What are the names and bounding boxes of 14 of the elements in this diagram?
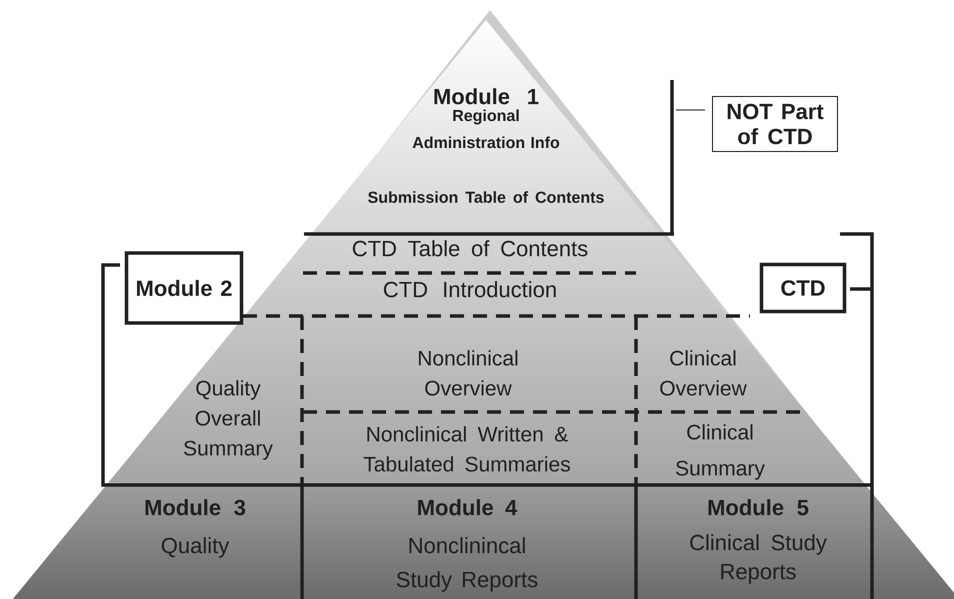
section-text: Module 4 Nonclinincal Study Reports: [396, 499, 538, 592]
section-text: Clinical Overview: [660, 350, 747, 396]
section-text: Quality Overall Summary: [184, 380, 273, 460]
section-text: Module 1 Regional Administration Info Submission Table of Contents: [368, 88, 604, 203]
callout-box: CTD: [760, 262, 846, 314]
section-text: Nonclinical Overview: [418, 350, 518, 396]
section-text: CTD Introduction: [384, 281, 556, 298]
section-text: Nonclinical Written & Tabulated Summaries: [364, 426, 570, 472]
callout-box: Module 2: [124, 251, 244, 325]
section-text: Clinical Summary: [676, 424, 765, 480]
section-text: CTD Table of Contents: [352, 240, 588, 256]
section-text: Module 3 Quality: [146, 499, 246, 558]
callout-box: NOT Part of CTD: [712, 96, 838, 152]
section-text: Module 5 Clinical Study Reports: [690, 499, 827, 584]
